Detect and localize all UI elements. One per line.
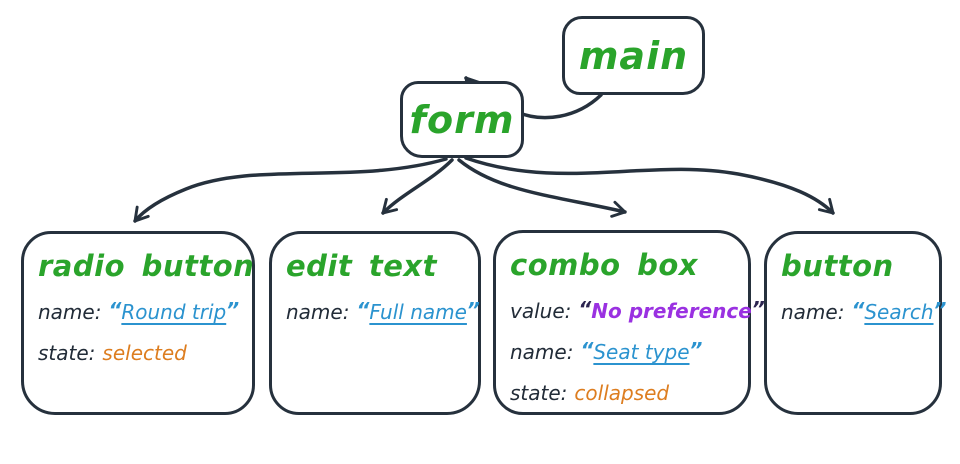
node-button: button name:“Search” (764, 231, 946, 415)
node-radio-button-props: name:“Round trip” state:selected (38, 292, 242, 374)
node-form-label: form (409, 97, 515, 142)
node-combo-box-props: value:“No preference” name:“Seat type” s… (510, 291, 765, 414)
close-quote: ” (466, 298, 480, 322)
node-main: main (562, 16, 705, 95)
node-button-props: name:“Search” (781, 292, 946, 333)
prop-key: state: (510, 381, 568, 405)
open-quote: “ (578, 297, 592, 321)
prop-name: name:“Seat type” (510, 332, 738, 373)
prop-value-name: Round trip (121, 300, 227, 324)
open-quote: “ (851, 298, 865, 322)
prop-value-name: Search (864, 300, 934, 324)
prop-value-state: selected (102, 341, 187, 365)
connector-form-radio-button (133, 157, 448, 223)
node-edit-text: edit text name:“Full name” (269, 231, 481, 415)
prop-key: name: (781, 300, 845, 324)
node-form: form (400, 81, 524, 158)
node-edit-text-props: name:“Full name” (286, 292, 480, 333)
connector-form-combo-box (457, 158, 627, 218)
prop-value: value:“No preference” (510, 291, 765, 332)
node-radio-button: radio button name:“Round trip” state:sel… (21, 231, 255, 415)
prop-name: name:“Round trip” (38, 292, 242, 333)
prop-key: name: (38, 300, 102, 324)
prop-key: name: (510, 340, 574, 364)
node-edit-text-label: edit text (286, 249, 437, 283)
prop-name: name:“Search” (781, 292, 946, 333)
node-combo-box-label: combo box (510, 248, 698, 282)
connector-form-button (464, 156, 835, 215)
close-quote: ” (751, 297, 765, 321)
open-quote: “ (108, 298, 122, 322)
close-quote: ” (689, 338, 703, 362)
prop-value-state: collapsed (574, 381, 670, 405)
prop-value-name: Full name (369, 300, 467, 324)
node-button-label: button (781, 249, 894, 283)
prop-state: state:collapsed (510, 373, 738, 414)
prop-key: value: (510, 299, 572, 323)
prop-name: name:“Full name” (286, 292, 480, 333)
prop-state: state:selected (38, 333, 242, 374)
close-quote: ” (226, 298, 240, 322)
prop-value-value: No preference (591, 299, 752, 323)
prop-key: state: (38, 341, 96, 365)
node-combo-box: combo box value:“No preference” name:“Se… (493, 230, 765, 415)
open-quote: “ (356, 298, 370, 322)
close-quote: ” (933, 298, 947, 322)
prop-value-name: Seat type (593, 340, 690, 364)
open-quote: “ (580, 338, 594, 362)
prop-key: name: (286, 300, 350, 324)
node-main-label: main (578, 33, 689, 78)
node-radio-button-label: radio button (38, 249, 255, 283)
connector-form-edit-text (381, 158, 454, 215)
